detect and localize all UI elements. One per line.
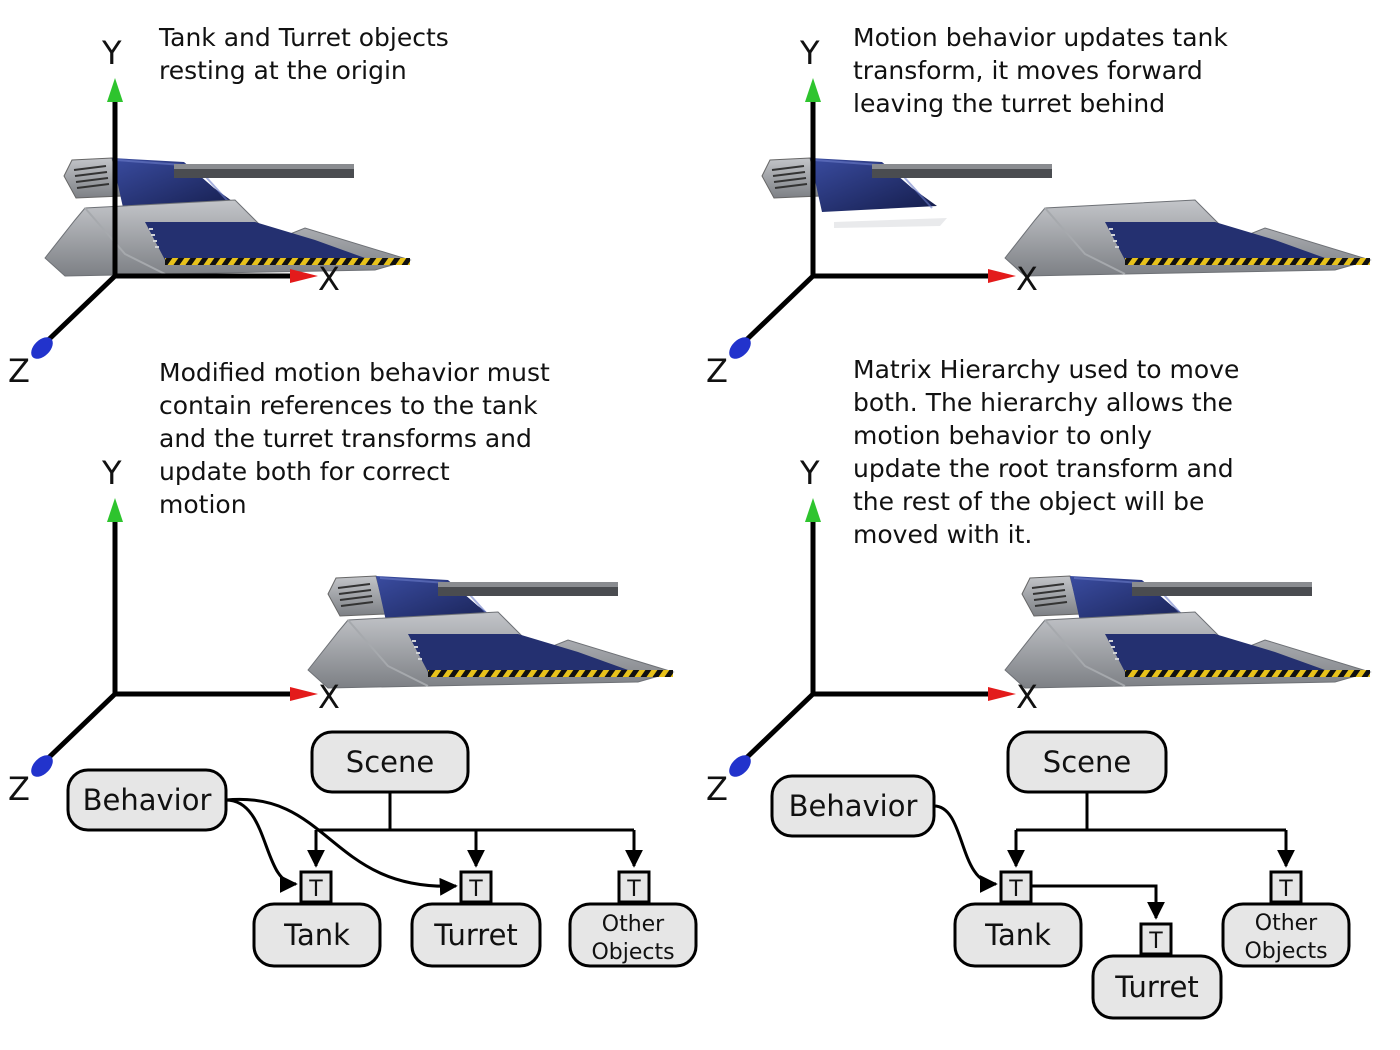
svg-text:T: T <box>1008 877 1023 902</box>
tank-turret-model <box>761 157 1053 229</box>
tank-hull-model <box>1004 611 1371 689</box>
svg-text:Other: Other <box>1255 911 1318 936</box>
y-axis-arrow <box>805 78 821 102</box>
x-axis-arrow <box>290 687 318 701</box>
x-axis-arrow <box>988 687 1016 701</box>
turret-node: Turret <box>1091 954 1223 1020</box>
z-axis-arrow <box>729 755 751 777</box>
z-axis-label: Z <box>706 352 728 390</box>
x-axis-label: X <box>1016 260 1038 298</box>
svg-text:Behavior: Behavior <box>83 783 212 817</box>
svg-text:Scene: Scene <box>1043 745 1131 779</box>
svg-text:T: T <box>1148 929 1163 954</box>
tank-node: Tank <box>953 902 1083 968</box>
scene-graph-flat: Scene Behavior T T T Tank <box>66 730 698 968</box>
svg-text:Tank: Tank <box>283 918 350 952</box>
svg-text:T: T <box>468 877 483 902</box>
y-axis-label: Y <box>799 34 820 72</box>
z-axis-arrow <box>729 337 751 359</box>
x-axis-label: X <box>318 678 340 716</box>
caption-panel-4: Matrix Hierarchy used to move both. The … <box>853 355 1240 549</box>
behavior-to-turret-edge <box>225 797 458 896</box>
panel-2: Y X Z <box>706 34 1371 390</box>
scene-graph-hierarchy: Scene Behavior T T T Tank <box>770 730 1351 1020</box>
z-axis-label: Z <box>8 770 30 808</box>
z-axis-arrow <box>31 755 53 777</box>
other-transform-box: T <box>617 870 651 904</box>
panel-3: Y X Z Scene Behavior T <box>8 454 698 968</box>
y-axis-arrow <box>107 498 123 522</box>
svg-text:Objects: Objects <box>1244 939 1327 964</box>
y-axis-label: Y <box>101 454 122 492</box>
tank-hull-model <box>307 611 674 689</box>
svg-text:T: T <box>1278 877 1293 902</box>
turret-transform-box: T <box>1139 922 1173 956</box>
axis-gizmo: Y X Z <box>706 34 1038 390</box>
turret-node: Turret <box>410 902 542 968</box>
y-axis-label: Y <box>101 34 122 72</box>
z-axis-arrow <box>31 337 53 359</box>
tank-to-turret-edge <box>1031 884 1165 920</box>
panel-1: Y X Z <box>8 34 411 390</box>
caption-panel-3: Modified motion behavior must contain re… <box>159 358 550 519</box>
caption-panel-1: Tank and Turret objects resting at the o… <box>159 23 449 85</box>
behavior-to-tank-edge <box>225 798 298 893</box>
behavior-to-tank-edge <box>933 804 998 893</box>
svg-text:Scene: Scene <box>346 745 434 779</box>
svg-text:Objects: Objects <box>591 940 674 965</box>
y-axis-label: Y <box>799 454 820 492</box>
svg-text:Turret: Turret <box>433 918 518 952</box>
panel-4: Y X Z Scene Behavior T <box>706 454 1371 1020</box>
tank-hull-model <box>1004 199 1371 277</box>
y-axis-arrow <box>805 498 821 522</box>
scene-node: Scene <box>310 730 470 794</box>
behavior-node: Behavior <box>66 768 228 832</box>
other-objects-node: Other Objects <box>568 902 698 968</box>
z-axis-label: Z <box>8 352 30 390</box>
turret-transform-box: T <box>459 870 493 904</box>
tank-transform-box: T <box>999 870 1033 904</box>
svg-text:Turret: Turret <box>1114 970 1199 1004</box>
x-axis-label: X <box>1016 678 1038 716</box>
caption-panel-2: Motion behavior updates tank transform, … <box>853 23 1228 118</box>
other-transform-box: T <box>1269 870 1303 904</box>
tank-node: Tank <box>252 902 382 968</box>
x-axis-label: X <box>318 260 340 298</box>
svg-text:T: T <box>308 877 323 902</box>
y-axis-arrow <box>107 78 123 102</box>
svg-text:Other: Other <box>602 912 665 937</box>
other-objects-node: Other Objects <box>1221 902 1351 968</box>
z-axis-label: Z <box>706 770 728 808</box>
tank-hull-model <box>44 199 411 277</box>
tank-transform-box: T <box>299 870 333 904</box>
behavior-node: Behavior <box>770 774 936 838</box>
axis-gizmo: Y X Z <box>8 454 340 808</box>
svg-text:Behavior: Behavior <box>789 789 918 823</box>
x-axis-arrow <box>290 269 318 283</box>
svg-text:T: T <box>626 877 641 902</box>
scene-node: Scene <box>1006 730 1168 794</box>
x-axis-arrow <box>988 269 1016 283</box>
svg-text:Tank: Tank <box>984 918 1051 952</box>
axis-gizmo: Y X Z <box>706 454 1038 808</box>
axis-gizmo: Y X Z <box>8 34 340 390</box>
